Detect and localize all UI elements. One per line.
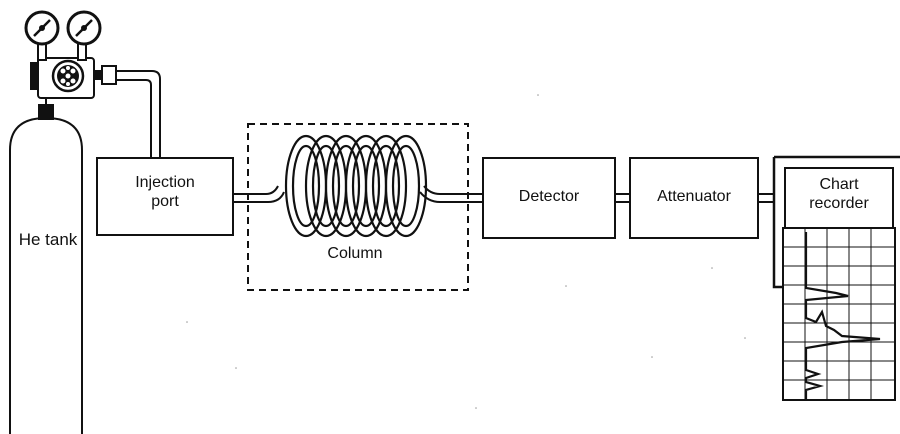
attenuator-label: Attenuator <box>657 188 731 205</box>
he-tank-label: He tank <box>18 230 78 249</box>
injection-port-box <box>96 157 234 236</box>
detector-label: Detector <box>518 188 580 205</box>
column-coil <box>284 134 428 238</box>
column-oven <box>247 123 469 291</box>
gas-line <box>94 65 161 158</box>
scan-specks <box>186 94 746 409</box>
injection-port-label: Injection port <box>135 174 195 210</box>
pressure-gauge-left <box>24 10 60 46</box>
chart-recorder-label: Chart recorder <box>809 176 869 212</box>
pressure-gauge-right <box>66 10 102 46</box>
he-tank <box>9 104 83 434</box>
chromatogram-trace <box>804 232 881 400</box>
column-label: Column <box>327 245 383 262</box>
tube-injection-to-column <box>233 185 285 203</box>
detector-box <box>482 157 616 239</box>
pressure-regulator <box>30 39 95 104</box>
attenuator-box <box>629 157 759 239</box>
tube-column-to-detector <box>419 185 483 203</box>
link-detector-attenuator <box>615 193 630 203</box>
chart-recorder <box>772 155 900 401</box>
link-attenuator-recorder <box>758 193 774 203</box>
